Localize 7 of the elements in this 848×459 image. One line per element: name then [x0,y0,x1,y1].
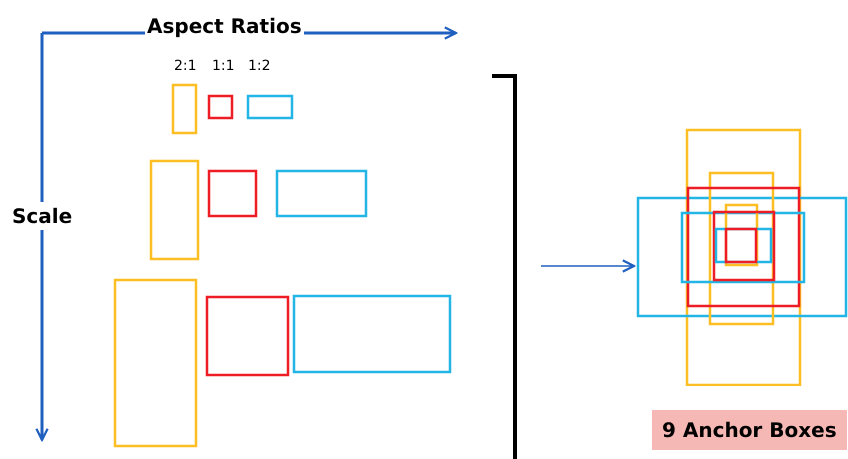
anchor-boxes-label: 9 Anchor Boxes [652,410,847,450]
ratio-label: 2:1 [174,58,197,74]
arrow [541,259,636,273]
axis-title: Scale [12,202,72,230]
ratio-label: 1:2 [248,58,271,74]
ratio-label: 1:1 [212,58,235,74]
overlapping-anchor-boxes-drawing [636,128,848,386]
